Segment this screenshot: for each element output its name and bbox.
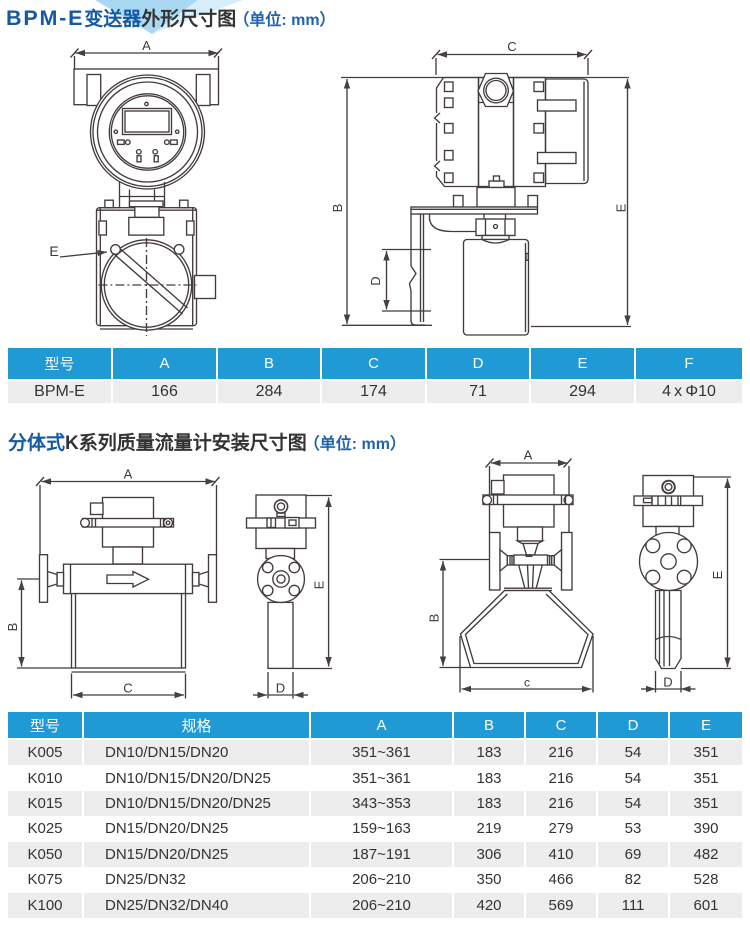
svg-text:C: C <box>123 681 132 696</box>
svg-text:E: E <box>710 570 725 579</box>
svg-text:C: C <box>507 39 516 54</box>
svg-text:D: D <box>276 681 285 696</box>
svg-text:E: E <box>312 580 327 589</box>
svg-text:B: B <box>427 614 442 623</box>
svg-text:B: B <box>330 204 345 213</box>
svg-text:A: A <box>524 448 533 463</box>
svg-text:E: E <box>614 203 629 212</box>
svg-text:E: E <box>49 243 58 259</box>
svg-text:A: A <box>142 38 151 53</box>
svg-text:B: B <box>5 623 20 632</box>
svg-text:D: D <box>663 675 672 690</box>
svg-text:A: A <box>124 467 133 482</box>
svg-text:D: D <box>368 276 383 285</box>
svg-text:c: c <box>524 676 530 690</box>
